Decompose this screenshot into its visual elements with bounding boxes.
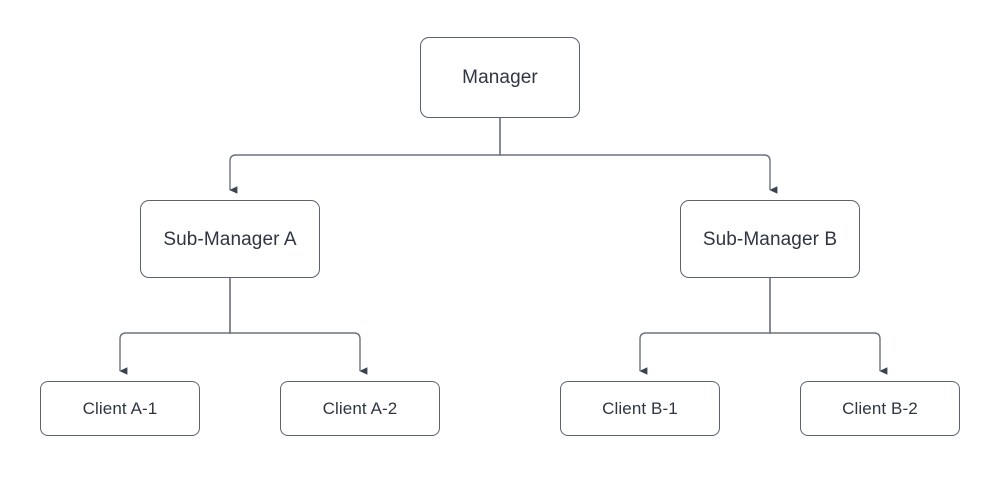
node-client-b1[interactable]: Client B-1 (560, 381, 720, 436)
edge-sub-manager-b-to-client-b1 (639, 278, 771, 375)
node-manager-label: Manager (462, 67, 538, 88)
node-sub-manager-a[interactable]: Sub-Manager A (140, 200, 320, 278)
node-client-a2-label: Client A-2 (322, 399, 398, 418)
edge-sub-manager-b-to-client-b2 (769, 278, 888, 375)
node-client-b2-label: Client B-2 (842, 399, 918, 418)
node-sub-manager-b-label: Sub-Manager B (702, 228, 838, 250)
node-client-a1[interactable]: Client A-1 (40, 381, 200, 436)
node-sub-manager-a-label: Sub-Manager A (163, 228, 297, 250)
edge-manager-to-sub-manager-a (229, 118, 501, 194)
node-sub-manager-b[interactable]: Sub-Manager B (680, 200, 860, 278)
node-client-b2[interactable]: Client B-2 (800, 381, 960, 436)
edge-sub-manager-a-to-client-a2 (229, 278, 368, 375)
node-client-a1-label: Client A-1 (82, 399, 158, 418)
node-client-b1-label: Client B-1 (602, 399, 678, 418)
node-manager[interactable]: Manager (420, 37, 580, 118)
node-client-a2[interactable]: Client A-2 (280, 381, 440, 436)
edge-manager-to-sub-manager-b (499, 118, 778, 194)
edge-sub-manager-a-to-client-a1 (119, 278, 231, 375)
